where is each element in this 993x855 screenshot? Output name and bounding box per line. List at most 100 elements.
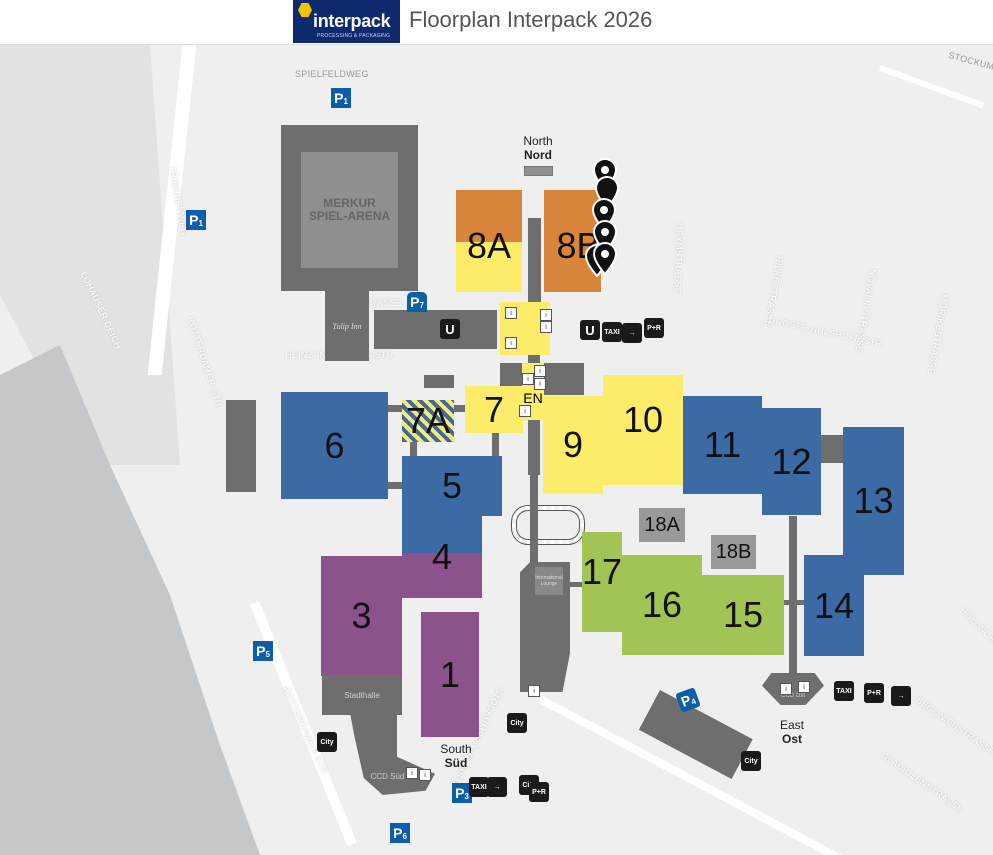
park-ride-icon-north[interactable]: P+R bbox=[644, 318, 664, 338]
hall-7a[interactable]: 7A bbox=[402, 400, 454, 442]
lounge-building[interactable]: International Lounge bbox=[520, 562, 570, 692]
hall-10[interactable]: 10 bbox=[603, 375, 683, 485]
hall-17[interactable]: 17 bbox=[582, 532, 622, 632]
bus-icon-east[interactable]: → bbox=[891, 686, 911, 706]
info-icon-en1[interactable]: i bbox=[534, 365, 546, 377]
lounge-label-2: Lounge bbox=[540, 581, 558, 587]
entrance-building-north bbox=[374, 310, 497, 349]
hall-6[interactable]: 6 bbox=[281, 392, 388, 499]
street-label-spielfeldweg: SPIELFELDWEG bbox=[295, 69, 369, 79]
hall-1[interactable]: 1 bbox=[421, 612, 479, 737]
connector-12-13 bbox=[821, 435, 844, 463]
info-icon-en3[interactable]: i bbox=[534, 378, 546, 390]
info-icon-n2[interactable]: i bbox=[540, 309, 552, 321]
street-label-strasse-fragment: RASSE bbox=[370, 298, 403, 308]
international-lounge[interactable]: International Lounge bbox=[535, 567, 563, 595]
hall-18b[interactable]: 18B bbox=[711, 535, 756, 569]
hall-8a[interactable]: 8A bbox=[456, 190, 522, 292]
taxi-icon-north[interactable]: TAXI bbox=[602, 322, 622, 342]
ccd-ost-label: CCD Ost bbox=[781, 693, 805, 699]
street-label-moerikestrasse: MÖRIKESTRASSE bbox=[926, 293, 950, 376]
building-west-strip bbox=[226, 400, 256, 492]
connector-block-1 bbox=[424, 375, 454, 388]
info-icon-ccd-sued-2[interactable]: i bbox=[419, 769, 431, 781]
park-ride-icon-east[interactable]: P+R bbox=[864, 683, 884, 703]
info-icon-en4[interactable]: i bbox=[519, 405, 531, 417]
hall-8a-label: 8A bbox=[466, 225, 512, 266]
hall-15-label: 15 bbox=[722, 594, 764, 635]
entrance-south-label[interactable]: South Süd bbox=[434, 742, 478, 770]
connector-7a-7 bbox=[454, 405, 466, 412]
info-icon-n3[interactable]: i bbox=[540, 321, 552, 333]
info-icon-ccd-ost-1[interactable]: i bbox=[780, 683, 792, 695]
tulip-inn-hotel[interactable]: Tulip Inn bbox=[325, 291, 369, 361]
hall-11[interactable]: 11 bbox=[683, 396, 762, 494]
taxi-icon-east[interactable]: TAXI bbox=[834, 681, 854, 701]
city-bus-icon-south-west[interactable]: City bbox=[317, 732, 337, 752]
entrance-east-en: East bbox=[779, 718, 804, 732]
hall-5[interactable]: 5 bbox=[402, 456, 502, 516]
info-icon-ccd-ost-2[interactable]: i bbox=[798, 681, 810, 693]
hall-9[interactable]: 9 bbox=[543, 396, 603, 494]
info-icon-lounge[interactable]: i bbox=[528, 685, 540, 697]
bus-icon-north[interactable]: → bbox=[622, 323, 642, 343]
interpack-logo[interactable]: interpack PROCESSING & PACKAGING bbox=[293, 0, 400, 43]
ubahn-icon[interactable]: U bbox=[440, 319, 460, 339]
logo-subtext: PROCESSING & PACKAGING bbox=[317, 33, 391, 39]
entrance-east-label[interactable]: East Ost bbox=[772, 718, 812, 746]
taxi-icon-south[interactable]: TAXI bbox=[469, 777, 489, 797]
hall-4[interactable]: 4 bbox=[402, 516, 482, 598]
stadthalle-label: Stadthalle bbox=[344, 690, 380, 700]
page-header: interpack PROCESSING & PACKAGING Floorpl… bbox=[0, 0, 993, 45]
info-icon-en2[interactable]: i bbox=[522, 373, 534, 385]
ccd-sued-label: CCD Süd bbox=[370, 772, 405, 781]
hall-9-label: 9 bbox=[562, 424, 584, 465]
street-label-heymstrasse: HEYMSTRASSE bbox=[672, 222, 685, 295]
info-icon-ccd-sued-1[interactable]: i bbox=[406, 767, 418, 779]
hall-12-label: 12 bbox=[771, 440, 812, 482]
city-bus-icon-east[interactable]: City bbox=[741, 751, 761, 771]
logo-hexagon-icon bbox=[298, 3, 312, 17]
arena-label-1: MERKUR bbox=[323, 196, 376, 210]
hall-13[interactable]: 13 bbox=[843, 427, 904, 575]
hall-3[interactable]: 3 bbox=[321, 556, 402, 676]
hall-7a-label: 7A bbox=[405, 400, 451, 441]
city-bus-icon-south[interactable]: City bbox=[507, 713, 527, 733]
walkway-east bbox=[789, 516, 797, 696]
floorplan-map[interactable]: SPIELFELDWEG TRIBÜNENWEG LOHAUSER DEICH … bbox=[0, 45, 993, 855]
road-stockum bbox=[878, 65, 985, 109]
ubahn-icon-east[interactable]: U bbox=[580, 320, 600, 340]
hall-12[interactable]: 12 bbox=[762, 408, 821, 515]
hall-14[interactable]: 14 bbox=[804, 555, 864, 656]
hall-15[interactable]: 15 bbox=[702, 575, 784, 655]
info-icon-n1[interactable]: i bbox=[505, 307, 517, 319]
hall-7[interactable]: 7 bbox=[465, 386, 523, 433]
hotel-label: Tulip Inn bbox=[332, 321, 362, 331]
info-icon-n4[interactable]: i bbox=[505, 337, 517, 349]
hall-3-label: 3 bbox=[351, 595, 372, 636]
north-gate bbox=[524, 166, 553, 176]
merkur-spiel-arena[interactable]: MERKUR SPIEL-ARENA bbox=[281, 125, 418, 291]
arena-field: MERKUR SPIEL-ARENA bbox=[301, 152, 398, 268]
entrance-north-label[interactable]: North Nord bbox=[515, 134, 561, 162]
street-label-stockum: STOCKUM bbox=[947, 50, 993, 72]
hall-14-label: 14 bbox=[813, 584, 855, 626]
stadthalle[interactable]: Stadthalle bbox=[322, 675, 402, 715]
bus-icon-south[interactable]: → bbox=[487, 777, 507, 797]
park-ride-icon-south[interactable]: P+R bbox=[529, 782, 549, 802]
connector-6-7a bbox=[388, 405, 402, 412]
hall-18a[interactable]: 18A bbox=[639, 508, 685, 542]
hall-11-label: 11 bbox=[703, 424, 742, 465]
hall-4-label: 4 bbox=[431, 536, 453, 577]
map-pin-cluster-icon[interactable] bbox=[585, 157, 625, 287]
hall-16[interactable]: 16 bbox=[622, 555, 702, 655]
ccd-ost[interactable]: CCD Ost bbox=[762, 673, 824, 705]
hall-13-label: 13 bbox=[853, 480, 894, 521]
hall-17-label: 17 bbox=[581, 551, 623, 592]
